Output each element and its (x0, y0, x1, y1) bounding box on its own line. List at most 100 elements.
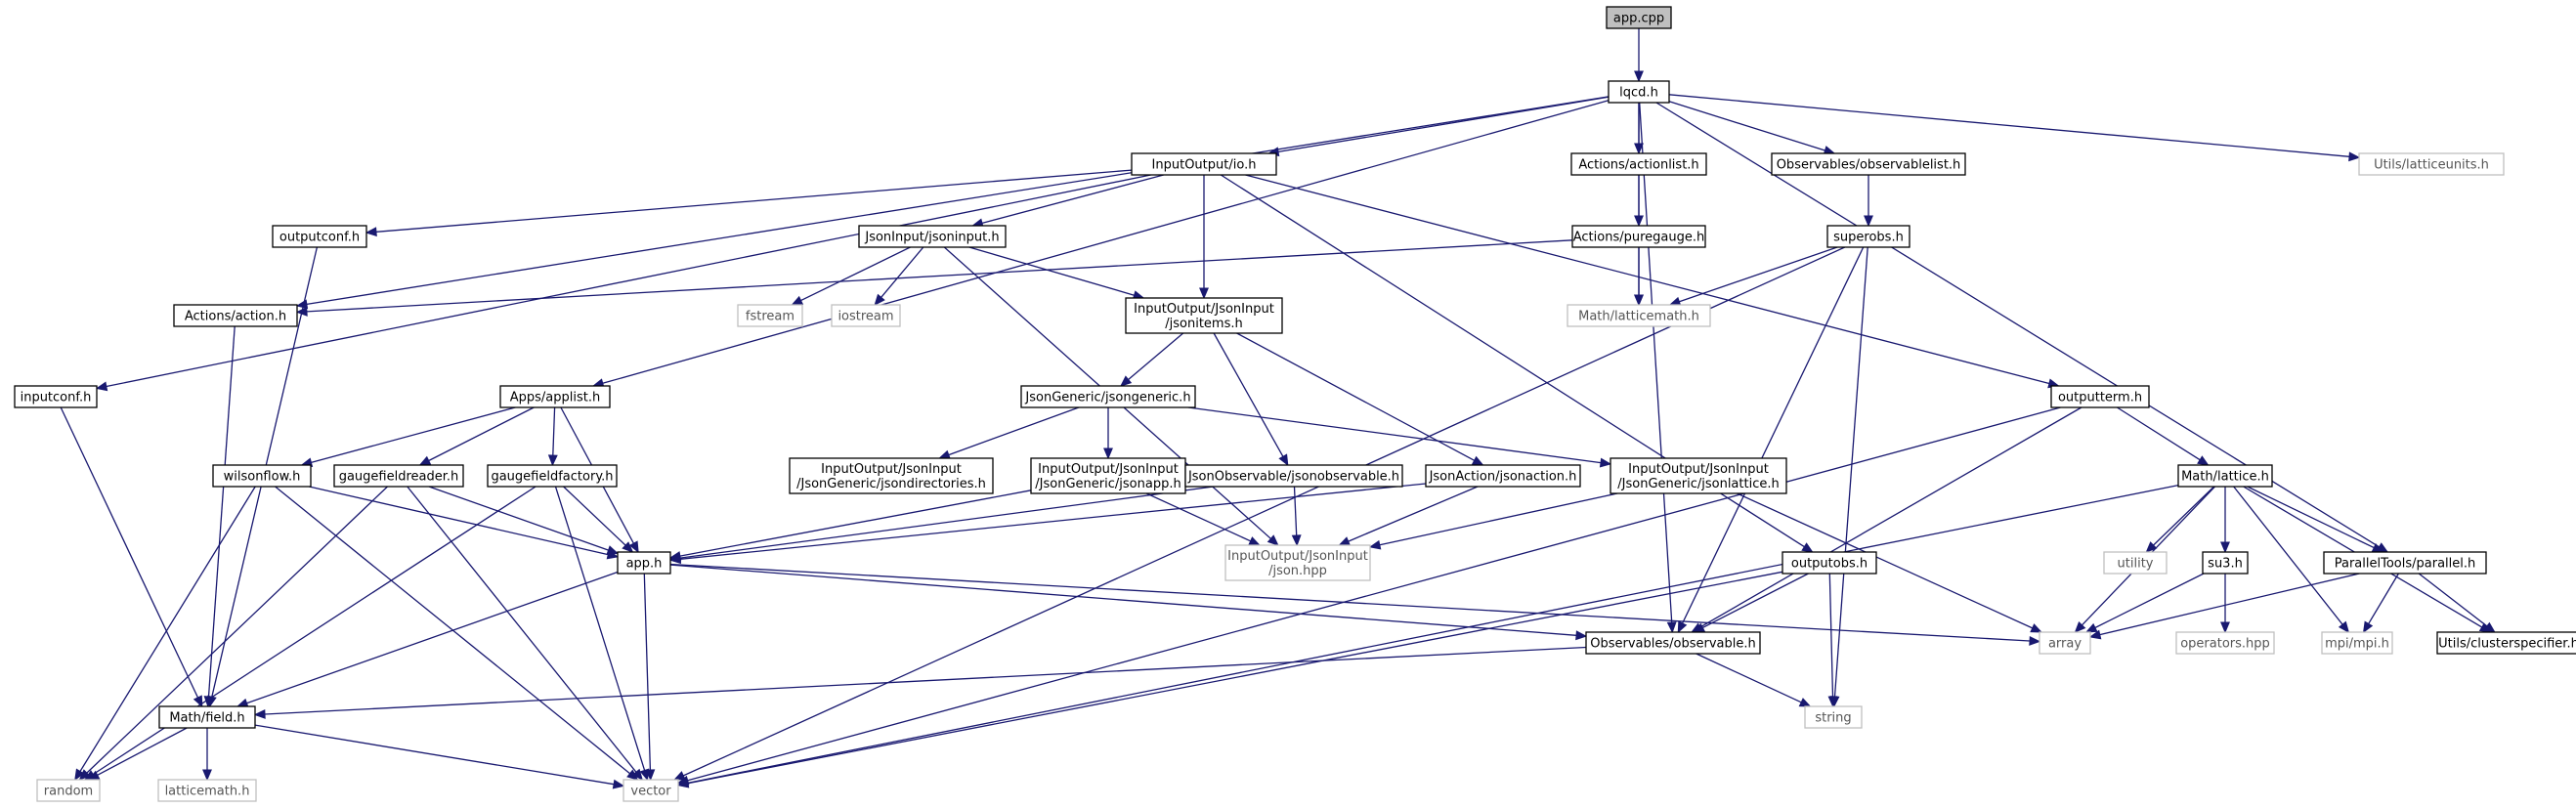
node-wilsonflow[interactable]: wilsonflow.h (212, 464, 312, 488)
edge-line (687, 571, 1783, 785)
node-outputconf[interactable]: outputconf.h (272, 225, 367, 248)
node-app_h[interactable]: app.h (617, 551, 671, 575)
node-label: Utils/clusterspecifier.h (2438, 637, 2576, 652)
node-outputobs[interactable]: outputobs.h (1782, 551, 1877, 575)
edge-wilsonflow-to-random (74, 486, 256, 782)
edge-arrowhead (673, 771, 686, 781)
edge-lqcd-to-observablelist (1668, 101, 1836, 155)
node-label: InputOutput/JsonInput (1628, 462, 1769, 477)
edge-line (1737, 492, 2034, 629)
edge-field-to-random (87, 727, 188, 781)
node-box (2321, 631, 2393, 655)
node-label: Utils/latticeunits.h (2374, 158, 2489, 173)
node-action[interactable]: Actions/action.h (173, 304, 298, 327)
node-puregauge[interactable]: Actions/puregauge.h (1571, 225, 1706, 248)
node-outputterm[interactable]: outputterm.h (2050, 385, 2150, 408)
edge-arrowhead (1634, 294, 1644, 307)
edge-outputterm-to-observable (1690, 406, 2082, 633)
node-applist[interactable]: Apps/applist.h (499, 385, 611, 408)
edge-line (687, 484, 2179, 785)
edge-jsoninput-to-iostream (874, 246, 924, 306)
edge-line (428, 486, 609, 551)
node-jsonlattice[interactable]: InputOutput/JsonInput/JsonGeneric/jsonla… (1610, 457, 1787, 494)
node-box (2358, 152, 2505, 176)
node-box (623, 779, 679, 802)
node-field[interactable]: Math/field.h (158, 705, 256, 729)
edge-jsonlattice-to-jsonhpp (1368, 492, 1618, 550)
edge-app_h-to-vector (643, 573, 656, 782)
edge-arrowhead (547, 454, 558, 467)
node-lqcd[interactable]: lqcd.h (1608, 80, 1670, 104)
edge-line (1833, 246, 1868, 698)
node-gaugefieldfactory[interactable]: gaugefieldfactory.h (487, 464, 618, 488)
node-gaugefieldreader[interactable]: gaugefieldreader.h (333, 464, 464, 488)
node-box (1020, 385, 1196, 408)
node-label: InputOutput/JsonInput (821, 462, 962, 477)
node-observable[interactable]: Observables/observable.h (1585, 631, 1761, 655)
edge-arrowhead (676, 778, 690, 788)
edge-arrowhead (645, 769, 656, 782)
node-jsoninput[interactable]: JsonInput/jsoninput.h (858, 225, 1007, 248)
node-jsondirectories[interactable]: InputOutput/JsonInput/JsonGeneric/jsondi… (789, 457, 994, 494)
edge-line (563, 486, 626, 546)
node-label: lqcd.h (1619, 86, 1658, 101)
node-jsonobservable[interactable]: JsonObservable/jsonobservable.h (1184, 464, 1403, 488)
node-io[interactable]: InputOutput/io.h (1131, 152, 1277, 176)
node-inputconf[interactable]: inputconf.h (14, 385, 98, 408)
edge-arrowhead (253, 709, 266, 719)
node-utility: utility (2103, 551, 2168, 575)
edge-line (106, 174, 1151, 388)
edge-line (669, 564, 1577, 636)
node-parallel[interactable]: ParallelTools/parallel.h (2323, 551, 2487, 575)
node-box (2103, 551, 2168, 575)
node-label: vector (630, 785, 671, 799)
node-jsonitems[interactable]: InputOutput/JsonInput/jsonitems.h (1125, 297, 1283, 334)
edge-line (981, 174, 1164, 225)
edge-line (306, 239, 1573, 313)
node-box (1826, 225, 1911, 248)
node-actionlist[interactable]: Actions/actionlist.h (1570, 152, 1707, 176)
edge-jsonitems-to-jsonaction (1236, 332, 1484, 466)
edge-arrowhead (2029, 636, 2041, 646)
node-label: JsonGeneric/jsongeneric.h (1024, 391, 1190, 405)
node-observablelist[interactable]: Observables/observablelist.h (1771, 152, 1966, 176)
node-box (1131, 152, 1277, 176)
node-app_cpp[interactable]: app.cpp (1606, 6, 1672, 29)
edge-observablelist-to-superobs (1864, 175, 1873, 228)
edge-jsongeneric-to-jsonlattice (1187, 406, 1612, 468)
node-label: wilsonflow.h (224, 470, 301, 485)
edge-arrowhead (2030, 623, 2043, 633)
edge-lqcd-to-action (295, 96, 1610, 310)
edge-arrowhead (612, 779, 625, 789)
edge-line (1128, 332, 1184, 380)
edge-gaugefieldfactory-to-app_h (563, 486, 634, 553)
node-label: /JsonGeneric/jsonapp.h (1035, 477, 1181, 491)
node-jsonaction[interactable]: JsonAction/jsonaction.h (1425, 464, 1581, 488)
edge-line (1213, 332, 1284, 457)
node-string: string (1804, 705, 1863, 729)
node-su3[interactable]: su3.h (2202, 551, 2249, 575)
edge-jsonobservable-to-jsonhpp (1291, 486, 1302, 547)
edge-line (2099, 573, 2360, 636)
node-label: utility (2118, 557, 2154, 572)
node-box (2202, 551, 2249, 575)
edge-lqcd-to-latticeunits (1668, 94, 2361, 162)
node-box (14, 385, 98, 408)
edge-su3-to-operatorshpp (2220, 574, 2230, 634)
node-jsonapp[interactable]: InputOutput/JsonInput/JsonGeneric/jsonap… (1030, 457, 1186, 494)
edge-arrowhead (1677, 620, 1688, 634)
node-clusterspecifier[interactable]: Utils/clusterspecifier.h (2436, 631, 2576, 655)
node-box (1567, 304, 1711, 327)
edge-arrowhead (2362, 620, 2374, 634)
edge-arrowhead (2074, 621, 2086, 633)
edge-line (1145, 492, 1251, 542)
node-label: InputOutput/JsonInput (1038, 462, 1179, 477)
node-jsongeneric[interactable]: JsonGeneric/jsongeneric.h (1020, 385, 1196, 408)
edge-puregauge-to-action (295, 239, 1573, 317)
edge-line (679, 486, 1214, 559)
edge-arrowhead (1338, 536, 1352, 546)
edge-arrowhead (1666, 621, 1677, 634)
node-superobs[interactable]: superobs.h (1826, 225, 1911, 248)
node-mathlattice[interactable]: Math/lattice.h (2177, 464, 2273, 488)
